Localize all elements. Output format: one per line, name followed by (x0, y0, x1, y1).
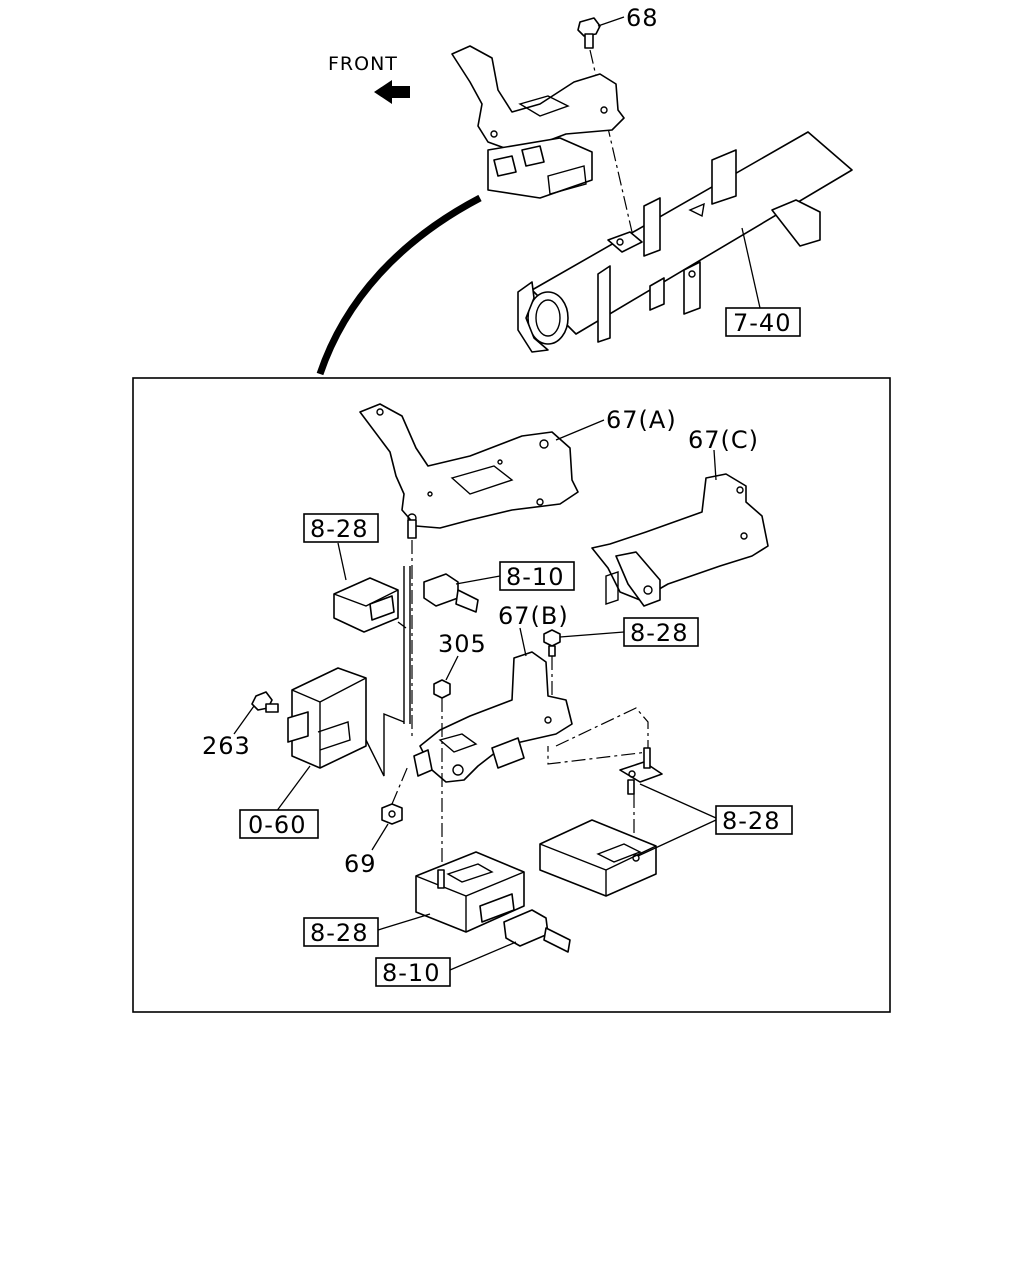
callout-8-10-upper: 8-10 (506, 563, 564, 591)
callout-68: 68 (626, 4, 659, 32)
front-arrow-icon (374, 80, 410, 104)
module-upper-left-icon (333, 577, 399, 633)
detail-frame (132, 377, 891, 1013)
control-unit-leader (275, 765, 311, 813)
callout-263: 263 (202, 732, 251, 760)
bracket-67a-icon (359, 403, 579, 529)
callout-box-8-28-upper-left (303, 513, 379, 543)
bracket-bolt-icon (407, 519, 417, 539)
nut-67b-leader (559, 631, 625, 638)
callout-8-28-right: 8-28 (722, 807, 780, 835)
connector-lower-icon (503, 909, 571, 953)
connector-upper-leader (455, 575, 501, 585)
callout-67b: 67(B) (498, 602, 569, 630)
nut-69-axis (391, 765, 409, 805)
nut-305-icon (433, 679, 451, 699)
right-plate-icon (619, 747, 663, 795)
callout-box-8-28-right (715, 805, 793, 835)
callout-8-28-upper-left: 8-28 (310, 515, 368, 543)
callout-8-28-lower: 8-28 (310, 919, 368, 947)
callout-7-40: 7-40 (733, 309, 791, 337)
crossmember-icon (517, 131, 853, 353)
callout-67c: 67(C) (688, 426, 759, 454)
module-right-icon (539, 819, 657, 897)
bolt-68-icon (577, 16, 625, 49)
module-lower-icon (415, 851, 525, 933)
harness-wire (397, 566, 411, 724)
connector-lower-leader (449, 941, 517, 971)
overview-bracket-icon (451, 45, 625, 199)
callout-0-60: 0-60 (248, 811, 306, 839)
callout-67a: 67(A) (606, 406, 677, 434)
control-unit-wire (365, 712, 405, 777)
bracket-67b-icon (413, 651, 573, 783)
nut-69-icon (381, 803, 403, 825)
callout-box-7-40 (725, 307, 801, 337)
module-right-leader-b (637, 819, 717, 857)
module-right-leader-a (639, 783, 717, 819)
bracket-67c-icon (591, 473, 769, 607)
callout-box-8-10-upper (499, 561, 575, 591)
callout-8-28-nut: 8-28 (630, 619, 688, 647)
control-unit-0-60-icon (287, 667, 367, 769)
module-upper-left-leader (337, 542, 347, 581)
callout-box-8-28-lower (303, 917, 379, 947)
connector-upper-icon (423, 573, 479, 613)
overview-group: FRONT 68 (316, 4, 853, 376)
detail-group: 67(A) 67(C) 8-28 (202, 403, 793, 987)
crossmember-leader (741, 227, 761, 309)
callout-box-0-60 (239, 809, 319, 839)
bracket-67a-leader (555, 419, 605, 441)
bolt-263-icon (251, 691, 279, 713)
callout-305: 305 (438, 630, 487, 658)
nut-67b-icon (543, 629, 561, 657)
front-label: FRONT (328, 53, 398, 75)
callout-box-8-10-lower (375, 957, 451, 987)
callout-69: 69 (344, 850, 377, 878)
bracket-67c-leader (713, 449, 717, 481)
bolt-263-leader (233, 705, 255, 735)
callout-8-10-lower: 8-10 (382, 959, 440, 987)
bracket-67b-leader (519, 627, 527, 657)
module-lower-leader (377, 913, 431, 931)
nut-305-leader (445, 655, 459, 681)
detail-pointer-curve (316, 194, 482, 376)
nut-69-leader (371, 823, 389, 851)
callout-box-8-28-nut (623, 617, 699, 647)
